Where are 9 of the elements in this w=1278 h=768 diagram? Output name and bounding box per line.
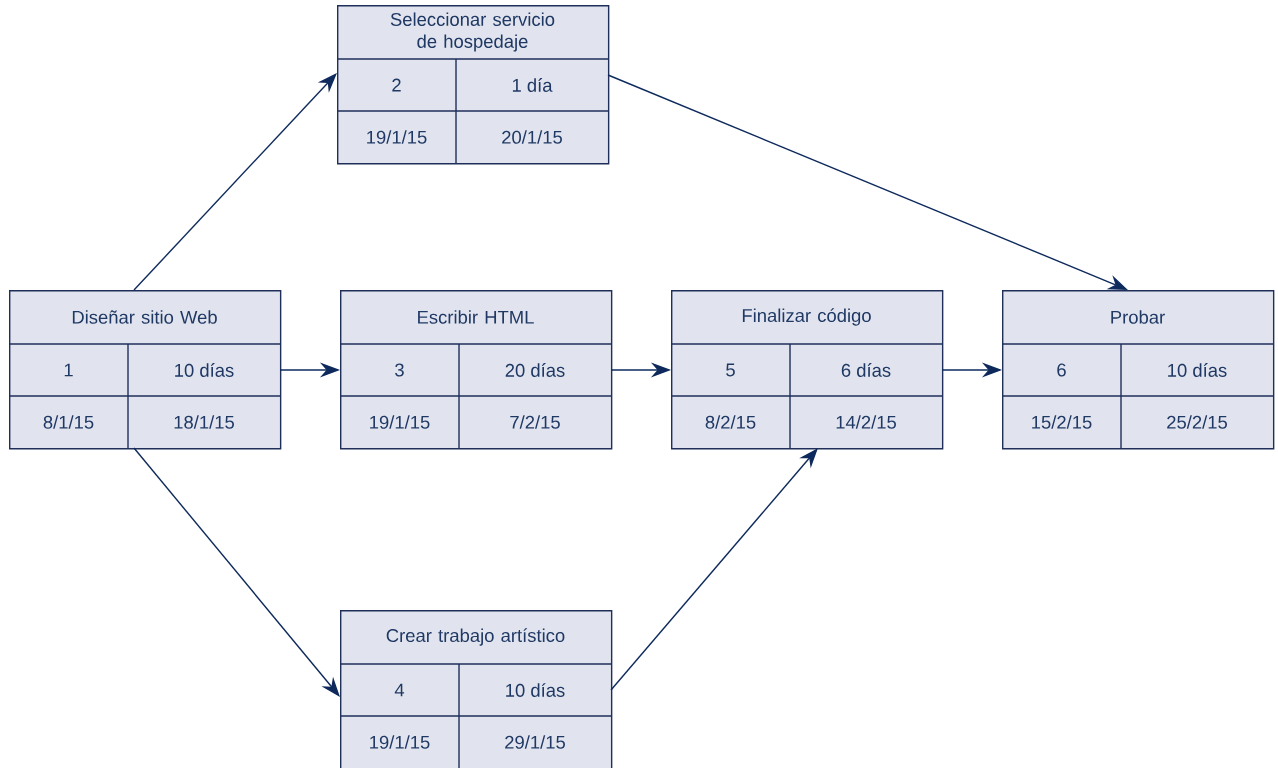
task-box: Crear trabajo artístico 4 10 días 19/1/15 29/1/15	[339, 610, 613, 768]
task-box: Probar 6 10 días 15/2/15 25/2/15	[1001, 290, 1275, 450]
arrow	[610, 448, 818, 691]
task-box: Diseñar sitio Web 1 10 días 8/1/15 18/1/15	[8, 290, 282, 450]
task-box: Finalizar código 5 6 días 8/2/15 14/2/15	[670, 290, 944, 450]
task-box: Escribir HTML 3 20 días 19/1/15 7/2/15	[339, 290, 613, 450]
arrow	[133, 447, 340, 697]
task-box: Seleccionar servicio de hospedaje 2 1 día 19/1/15 20/1/15	[336, 5, 610, 165]
arrow	[133, 73, 337, 291]
